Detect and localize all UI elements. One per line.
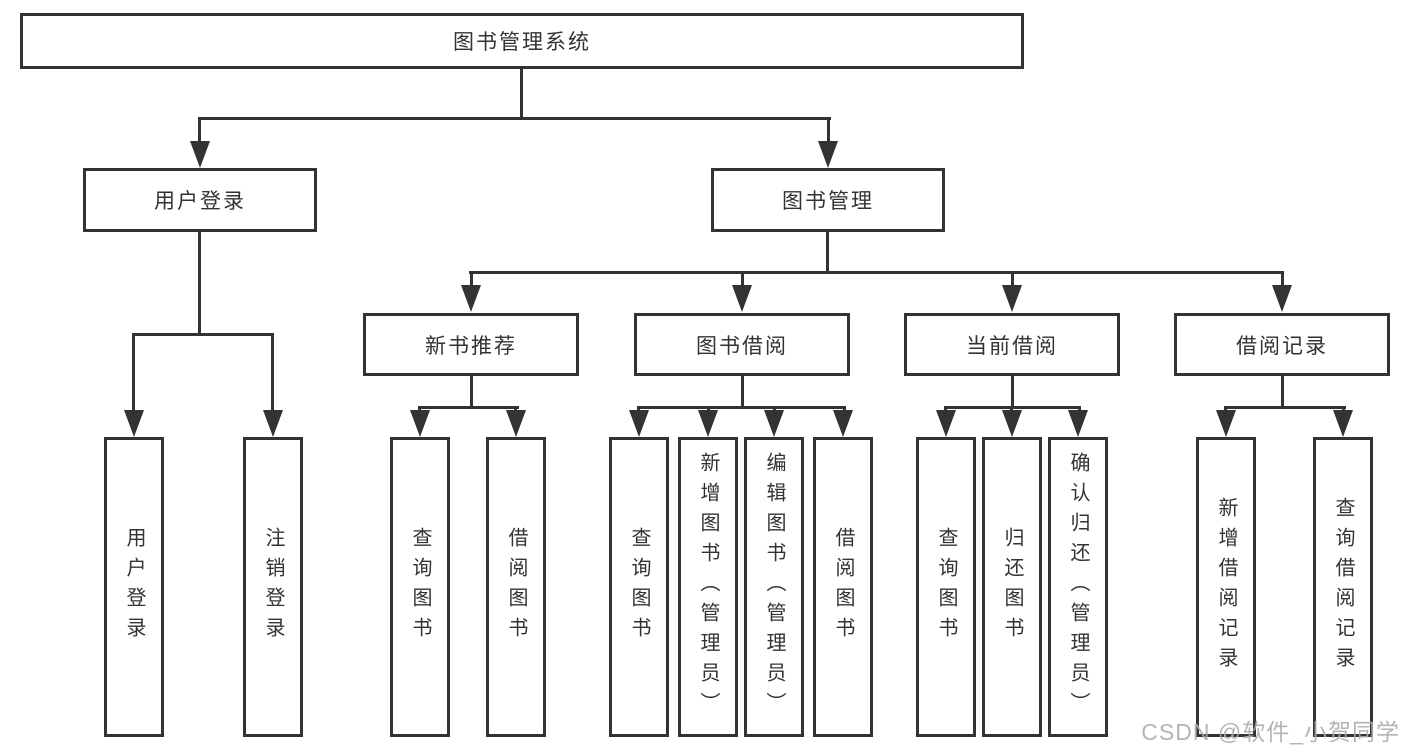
node-book-borrow: 图书借阅 bbox=[634, 313, 850, 376]
node-borrow-records-label: 借阅记录 bbox=[1236, 334, 1328, 358]
leaf-recommend-borrow-books: 借阅图书 bbox=[486, 437, 546, 737]
leaf-logout: 注销登录 bbox=[243, 437, 303, 737]
node-current-borrow-label: 当前借阅 bbox=[966, 334, 1058, 358]
leaf-borrow-books: 借阅图书 bbox=[813, 437, 873, 737]
arrow-down-icon bbox=[506, 410, 526, 437]
connector-login-horizontal bbox=[132, 333, 274, 336]
connector-level3-horizontal bbox=[469, 271, 1284, 274]
connector-current-down bbox=[1011, 375, 1014, 408]
leaf-logout-label: 注销登录 bbox=[262, 527, 284, 647]
connector-borrow-horizontal bbox=[637, 406, 846, 409]
leaf-return-books: 归还图书 bbox=[982, 437, 1042, 737]
node-new-book-recommend-label: 新书推荐 bbox=[425, 334, 517, 358]
arrow-down-icon bbox=[732, 285, 752, 312]
node-borrow-records: 借阅记录 bbox=[1174, 313, 1390, 376]
arrow-down-icon bbox=[833, 410, 853, 437]
leaf-recommend-borrow-books-label: 借阅图书 bbox=[505, 527, 527, 647]
leaf-edit-books-admin-label: 编辑图书（管理员） bbox=[763, 452, 785, 722]
arrow-down-icon bbox=[936, 410, 956, 437]
node-user-login-label: 用户登录 bbox=[154, 190, 246, 213]
arrow-down-icon bbox=[1333, 410, 1353, 437]
arrow-down-icon bbox=[1002, 410, 1022, 437]
arrow-down-icon bbox=[190, 141, 210, 168]
arrow-down-icon bbox=[629, 410, 649, 437]
leaf-return-books-label: 归还图书 bbox=[1001, 527, 1023, 647]
node-current-borrow: 当前借阅 bbox=[904, 313, 1120, 376]
node-user-login: 用户登录 bbox=[83, 168, 317, 232]
leaf-user-login-label: 用户登录 bbox=[123, 527, 145, 647]
connector-login-down bbox=[198, 232, 201, 335]
connector-management-down bbox=[826, 232, 829, 273]
leaf-confirm-return-admin: 确认归还（管理员） bbox=[1048, 437, 1108, 737]
connector-drop-user-login bbox=[198, 117, 201, 144]
arrow-down-icon bbox=[461, 285, 481, 312]
arrow-down-icon bbox=[124, 410, 144, 437]
connector-recommend-down bbox=[470, 375, 473, 408]
node-root: 图书管理系统 bbox=[20, 13, 1024, 69]
connector-drop-recommend bbox=[470, 271, 473, 287]
leaf-current-query-books: 查询图书 bbox=[916, 437, 976, 737]
leaf-user-login: 用户登录 bbox=[104, 437, 164, 737]
arrow-down-icon bbox=[410, 410, 430, 437]
connector-records-horizontal bbox=[1224, 406, 1346, 409]
connector-drop-logout-leaf bbox=[271, 333, 274, 412]
connector-borrow-down bbox=[741, 375, 744, 408]
leaf-add-books-admin: 新增图书（管理员） bbox=[678, 437, 738, 737]
arrow-down-icon bbox=[1216, 410, 1236, 437]
arrow-down-icon bbox=[1002, 285, 1022, 312]
arrow-down-icon bbox=[764, 410, 784, 437]
leaf-edit-books-admin: 编辑图书（管理员） bbox=[744, 437, 804, 737]
arrow-down-icon bbox=[1272, 285, 1292, 312]
leaf-borrow-books-label: 借阅图书 bbox=[832, 527, 854, 647]
leaf-query-borrow-record-label: 查询借阅记录 bbox=[1332, 497, 1354, 677]
arrow-down-icon bbox=[818, 141, 838, 168]
connector-drop-book-management bbox=[827, 117, 830, 144]
leaf-recommend-query-books-label: 查询图书 bbox=[409, 527, 431, 647]
connector-drop-login-leaf bbox=[132, 333, 135, 412]
leaf-recommend-query-books: 查询图书 bbox=[390, 437, 450, 737]
leaf-add-borrow-record: 新增借阅记录 bbox=[1196, 437, 1256, 737]
connector-records-down bbox=[1281, 375, 1284, 408]
leaf-borrow-query-books-label: 查询图书 bbox=[628, 527, 650, 647]
connector-drop-current bbox=[1011, 271, 1014, 287]
node-new-book-recommend: 新书推荐 bbox=[363, 313, 579, 376]
node-book-borrow-label: 图书借阅 bbox=[696, 334, 788, 358]
leaf-borrow-query-books: 查询图书 bbox=[609, 437, 669, 737]
node-book-management-label: 图书管理 bbox=[782, 190, 874, 213]
connector-recommend-horizontal bbox=[418, 406, 519, 409]
leaf-current-query-books-label: 查询图书 bbox=[935, 527, 957, 647]
leaf-confirm-return-admin-label: 确认归还（管理员） bbox=[1067, 452, 1089, 722]
leaf-query-borrow-record: 查询借阅记录 bbox=[1313, 437, 1373, 737]
arrow-down-icon bbox=[1068, 410, 1088, 437]
connector-root-down bbox=[520, 69, 523, 117]
connector-level2-horizontal bbox=[198, 117, 831, 120]
arrow-down-icon bbox=[698, 410, 718, 437]
node-book-management: 图书管理 bbox=[711, 168, 945, 232]
connector-drop-records bbox=[1281, 271, 1284, 287]
watermark: CSDN @软件_小贺同学 bbox=[1141, 719, 1400, 745]
node-root-label: 图书管理系统 bbox=[453, 31, 591, 54]
leaf-add-borrow-record-label: 新增借阅记录 bbox=[1215, 497, 1237, 677]
arrow-down-icon bbox=[263, 410, 283, 437]
connector-drop-borrow bbox=[741, 271, 744, 287]
leaf-add-books-admin-label: 新增图书（管理员） bbox=[697, 452, 719, 722]
